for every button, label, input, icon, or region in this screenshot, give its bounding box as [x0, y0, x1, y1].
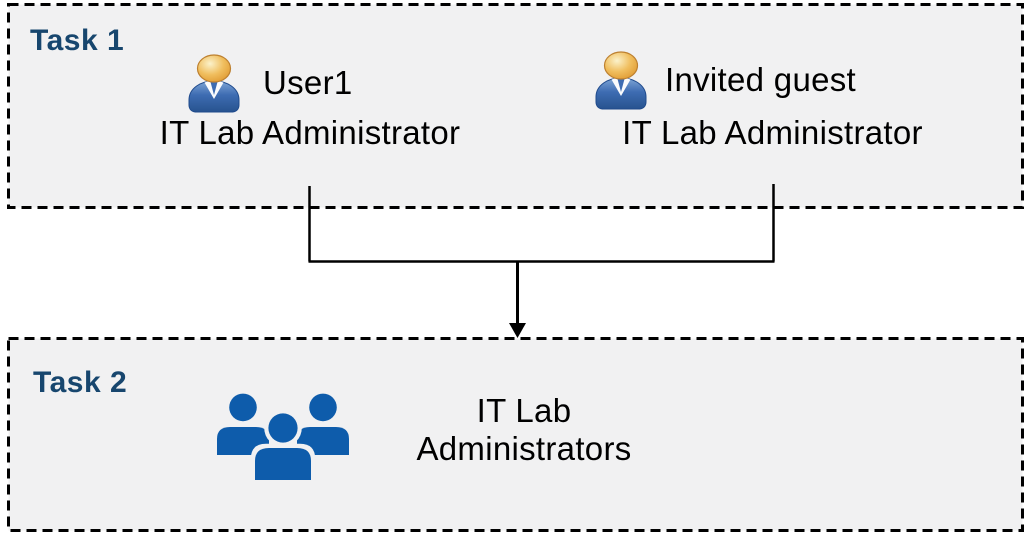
group-name-line2: Administrators: [416, 430, 632, 467]
arrowhead-icon: [509, 323, 526, 338]
group-name: IT Lab Administrators: [394, 392, 654, 468]
task1-box: [7, 3, 1024, 209]
merge-connector: [308, 184, 775, 324]
guest-role: IT Lab Administrator: [622, 114, 923, 151]
group-name-line1: IT Lab: [476, 392, 572, 429]
guest-name: Invited guest: [665, 61, 857, 98]
person-icon: [595, 51, 647, 110]
person-icon: [188, 54, 240, 113]
user1-name: User1: [263, 64, 353, 101]
task2-box: [7, 337, 1024, 532]
task1-label: Task 1: [30, 24, 125, 57]
task2-label: Task 2: [33, 366, 128, 399]
user1-role: IT Lab Administrator: [159, 114, 461, 151]
people-group-icon: [217, 393, 349, 481]
